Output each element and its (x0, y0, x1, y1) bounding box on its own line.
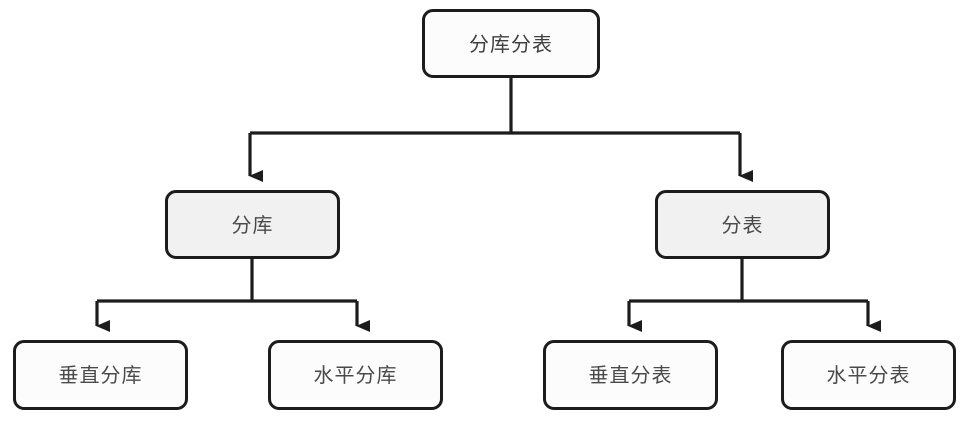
node-shard-table[interactable]: 分表 (655, 190, 830, 259)
node-root[interactable]: 分库分表 (422, 9, 600, 78)
node-shard-table-label: 分表 (721, 212, 764, 237)
node-horizontal-db-label: 水平分库 (313, 363, 398, 387)
node-horizontal-table-label: 水平分表 (826, 363, 911, 387)
node-horizontal-db[interactable]: 水平分库 (268, 340, 443, 410)
node-vertical-db-label: 垂直分库 (58, 363, 143, 387)
node-horizontal-table[interactable]: 水平分表 (781, 340, 956, 410)
node-vertical-table[interactable]: 垂直分表 (543, 340, 718, 410)
node-vertical-table-label: 垂直分表 (588, 363, 673, 387)
node-shard-db[interactable]: 分库 (165, 190, 340, 259)
node-root-label: 分库分表 (469, 31, 553, 56)
node-shard-db-label: 分库 (231, 212, 274, 237)
node-vertical-db[interactable]: 垂直分库 (13, 340, 188, 410)
